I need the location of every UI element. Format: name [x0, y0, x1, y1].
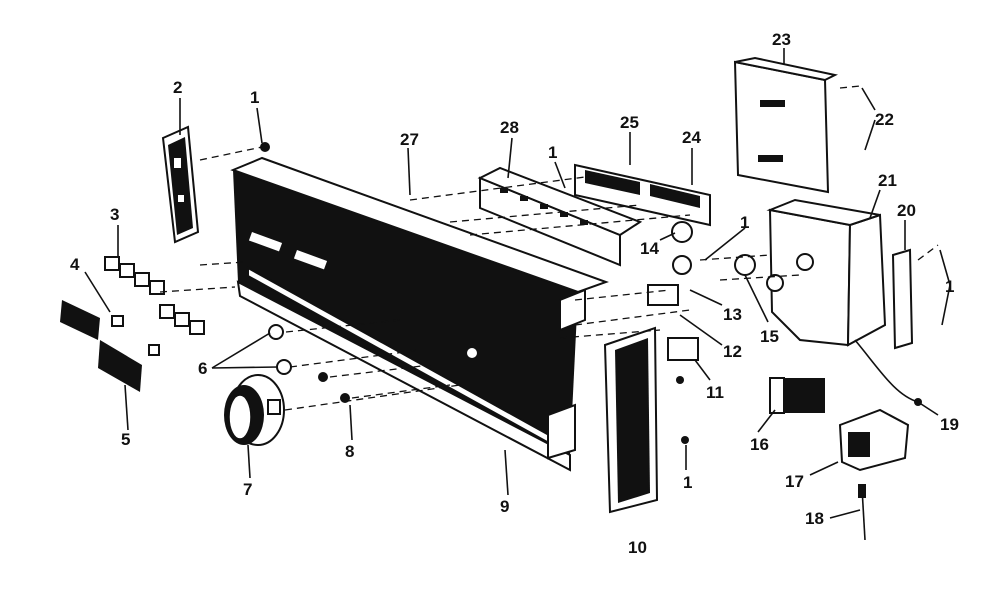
callout-1: 1	[250, 88, 259, 107]
callout-18: 18	[805, 509, 824, 528]
callout-17: 17	[785, 472, 804, 491]
callout-6: 6	[198, 359, 207, 378]
callout-21: 21	[878, 171, 897, 190]
callout-20: 20	[897, 201, 916, 220]
handle-icon	[603, 326, 659, 514]
relay-icon	[769, 377, 825, 414]
callout-11: 11	[706, 383, 724, 402]
callout-3: 3	[110, 205, 119, 224]
switch-icon	[574, 163, 711, 227]
callout-1: 1	[683, 473, 692, 492]
callout-15: 15	[760, 327, 779, 346]
callout-22: 22	[875, 110, 894, 129]
callout-13: 13	[723, 305, 742, 324]
callout-2: 2	[173, 78, 182, 97]
callout-14: 14	[640, 239, 659, 258]
assembly-lines	[159, 85, 939, 411]
callout-1: 1	[740, 213, 749, 232]
callouts: 1 2 3 4 5 6 7 8 9 27 28 1 25 24 23 22 21…	[70, 30, 959, 557]
callout-1: 1	[548, 143, 557, 162]
callout-16: 16	[750, 435, 769, 454]
wire-icon	[854, 339, 919, 403]
plate-icon	[891, 248, 914, 350]
callout-4: 4	[70, 255, 80, 274]
callout-25: 25	[620, 113, 639, 132]
callout-27: 27	[400, 130, 419, 149]
callout-19: 19	[940, 415, 959, 434]
side-bracket-icon	[161, 125, 200, 244]
screw-icon	[260, 142, 350, 403]
cover-icon	[733, 56, 839, 194]
console-panel-icon	[230, 156, 609, 472]
callout-8: 8	[345, 442, 354, 461]
terminal-block-icon	[838, 408, 910, 472]
switch-component-icon	[647, 221, 699, 444]
callout-23: 23	[772, 30, 791, 49]
callout-1: 1	[945, 277, 954, 296]
callout-12: 12	[723, 342, 742, 361]
callout-24: 24	[682, 128, 701, 147]
callout-5: 5	[121, 430, 130, 449]
knob-icon	[224, 374, 285, 446]
leader-lines	[84, 48, 951, 519]
button-set-icon	[104, 256, 205, 335]
callout-28: 28	[500, 118, 519, 137]
callout-10: 10	[628, 538, 647, 557]
bezel-icon	[60, 300, 160, 392]
connector-icon	[858, 484, 866, 541]
callout-9: 9	[500, 497, 509, 516]
timer-icon	[734, 198, 887, 347]
callout-7: 7	[243, 480, 252, 499]
bracket-icon	[477, 166, 643, 267]
